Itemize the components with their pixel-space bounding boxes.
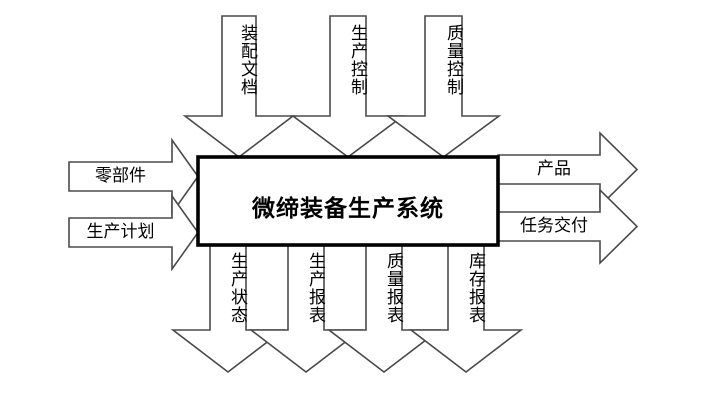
control-label-assembly-document: 装配文档: [238, 24, 257, 96]
system-box-shape: [196, 155, 500, 247]
output-arrow-shape-bottom-3: [326, 244, 442, 374]
control-label-production-control: 生产控制: [348, 24, 367, 96]
output-arrow-shape-right-1: [497, 131, 639, 208]
output-arrow-shape-bottom-2: [248, 244, 364, 374]
output-label-product: 产品: [537, 159, 571, 178]
output-label-quality-report: 质量报表: [384, 252, 403, 324]
control-label-quality-control: 质量控制: [444, 24, 463, 96]
control-arrow-shape-2: [290, 15, 406, 158]
control-arrow-shape-3: [385, 15, 502, 158]
control-arrow-shape-1: [182, 15, 296, 159]
output-label-task-delivery: 任务交付: [520, 216, 588, 235]
output-label-production-status: 生产状态: [228, 252, 247, 324]
input-label-parts: 零部件: [95, 166, 146, 185]
output-arrow-shape-bottom-4: [408, 244, 524, 374]
input-arrow-shape-2: [68, 193, 199, 272]
output-label-inventory-report: 库存报表: [466, 252, 485, 324]
input-label-production-plan: 生产计划: [86, 222, 155, 241]
system-title: 微缔装备生产系统: [252, 195, 444, 221]
input-arrow-shape-1: [68, 137, 199, 216]
output-label-production-report: 生产报表: [306, 252, 325, 324]
output-arrow-shape-right-2: [497, 188, 639, 265]
output-arrow-shape-bottom-1: [170, 244, 286, 374]
